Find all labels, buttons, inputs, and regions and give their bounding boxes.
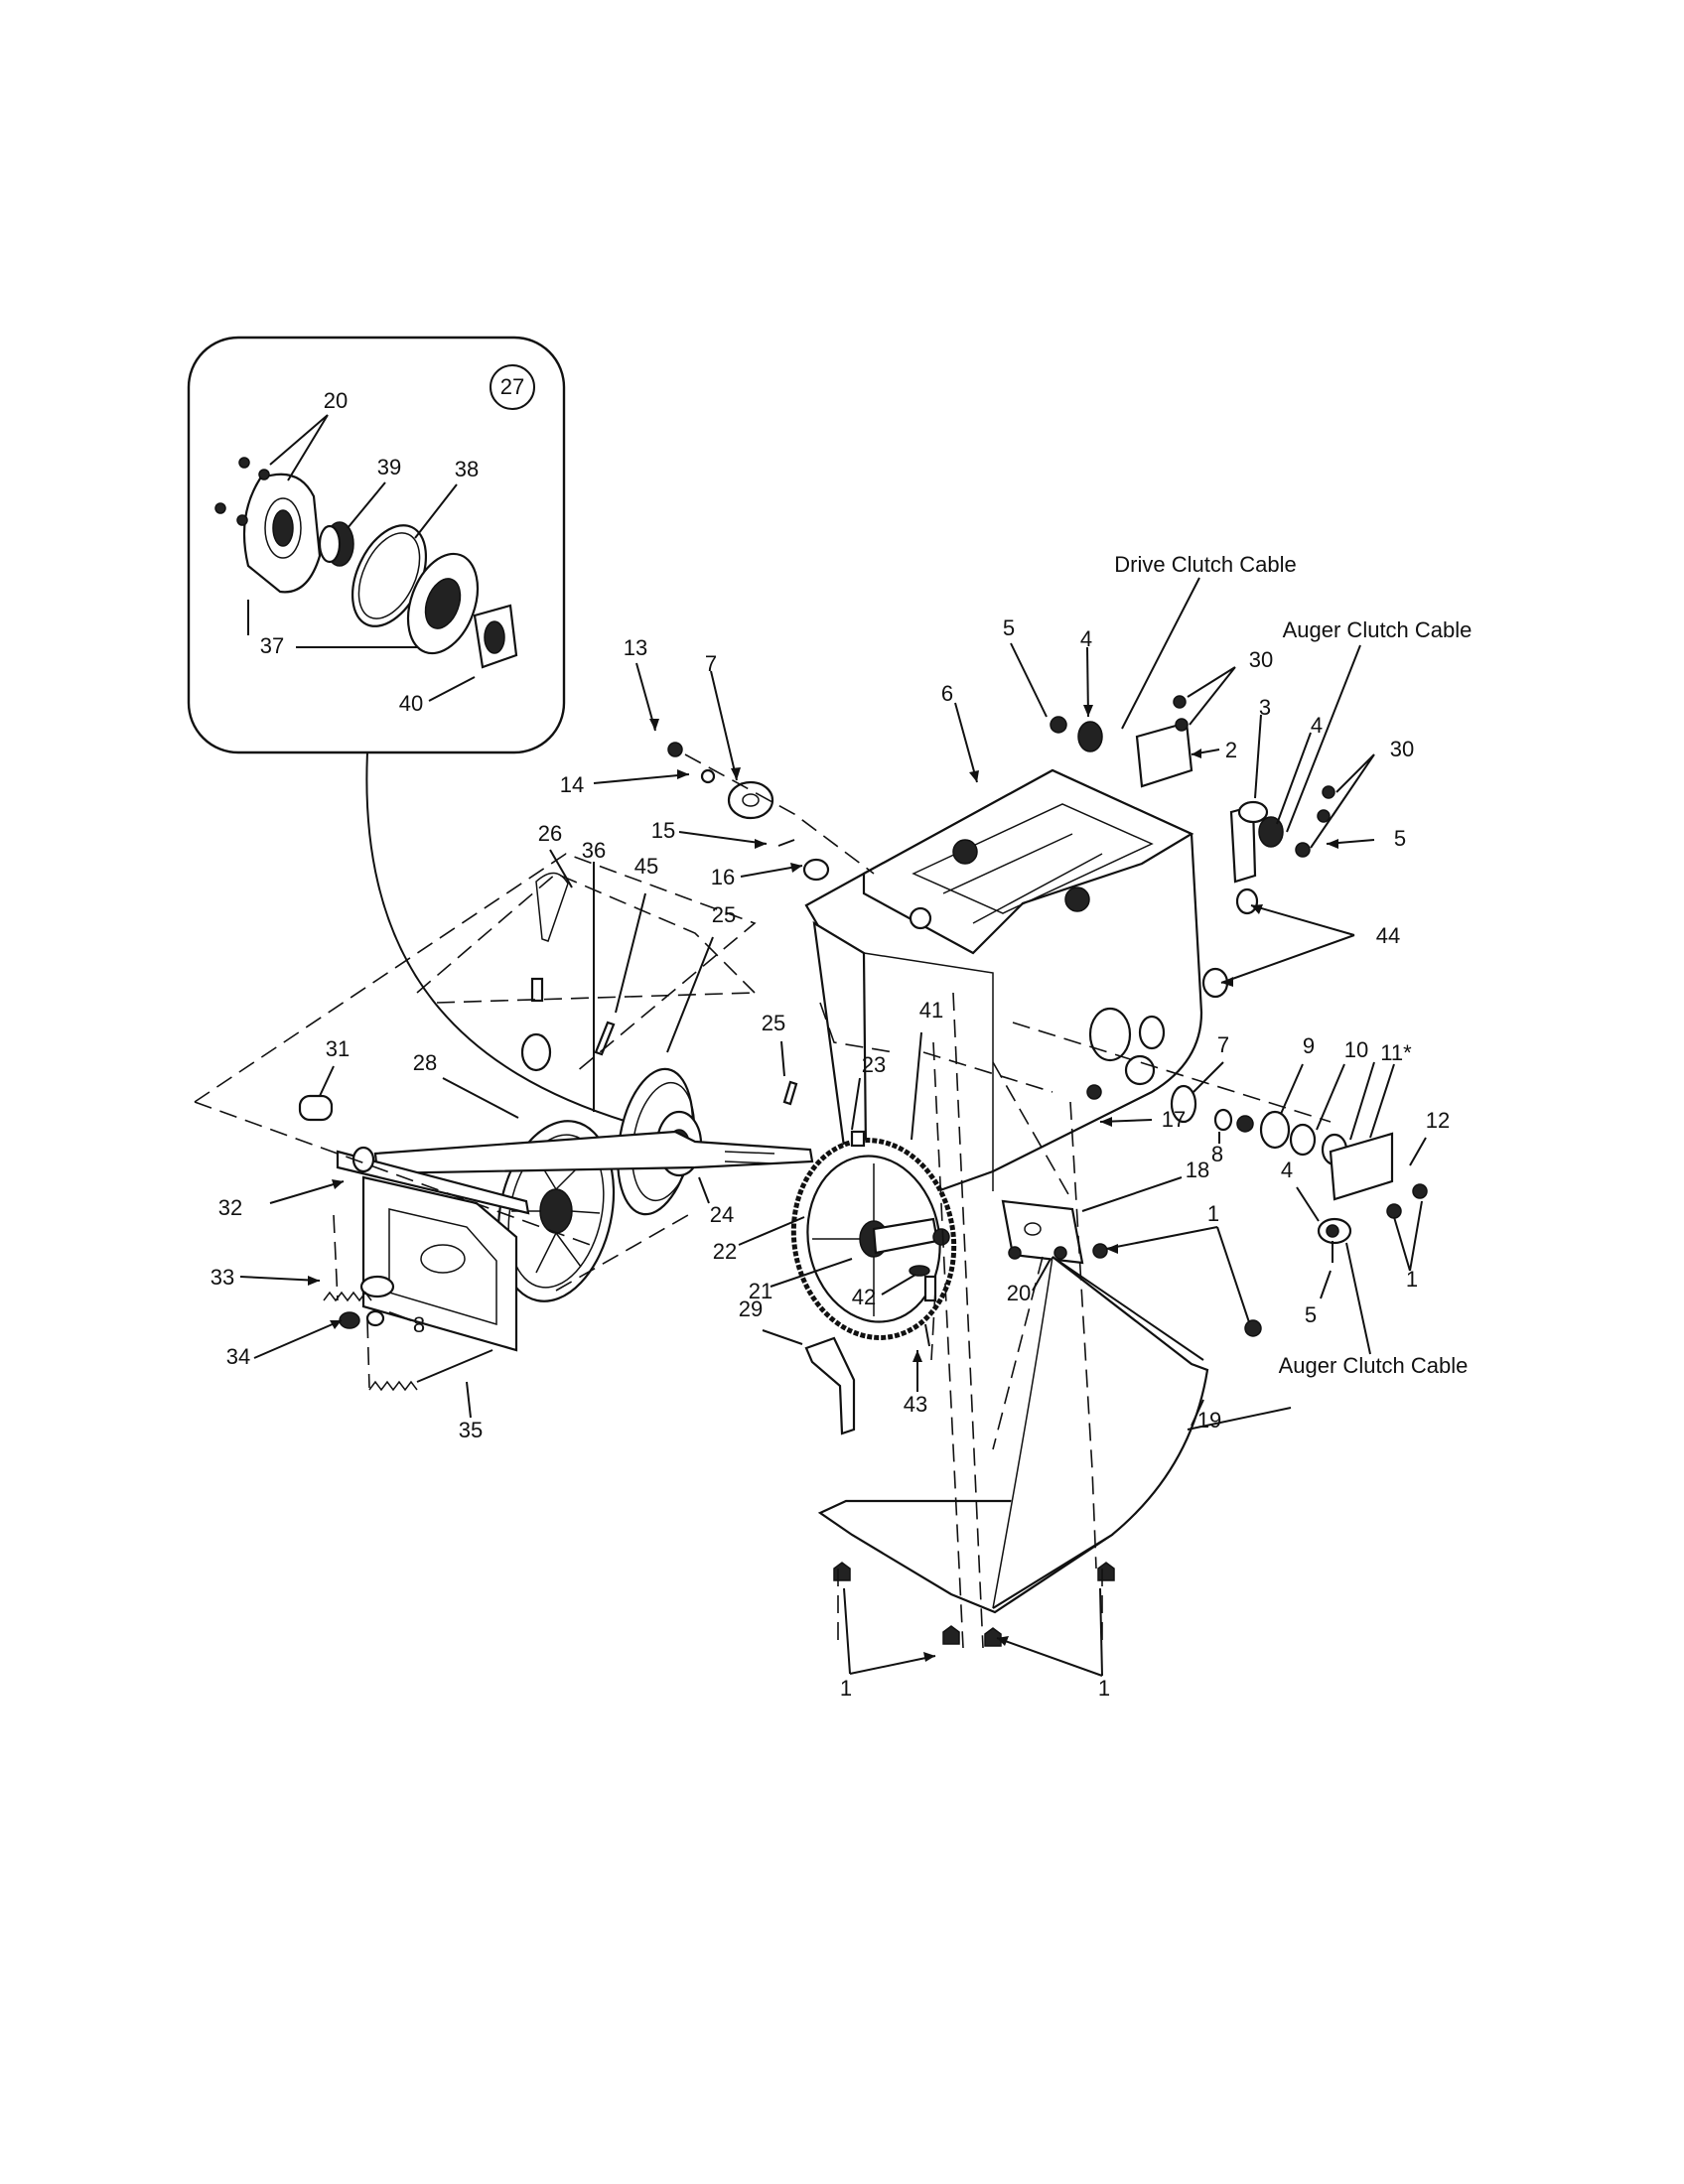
inset-detail-box: 27 20 39 38	[187, 336, 566, 754]
callout-4-low: 4	[1281, 1158, 1293, 1182]
callout-8-right: 8	[1211, 1142, 1223, 1166]
callout-labels: 13 7 14 15 16 6 5 4 30 2 3 4 30 5 44 26 …	[210, 615, 1450, 1701]
gear-shaft-41	[872, 1217, 950, 1255]
callout-15: 15	[651, 818, 675, 843]
callout-1-bottom-left: 1	[840, 1676, 852, 1701]
callout-31: 31	[326, 1036, 350, 1061]
callout-23: 23	[862, 1052, 886, 1077]
callout-39: 39	[377, 455, 401, 479]
bottom-cover-19	[817, 1256, 1262, 1614]
callout-20-lower: 20	[1007, 1281, 1031, 1305]
callout-17: 17	[1162, 1107, 1186, 1132]
callout-6: 6	[941, 681, 953, 706]
inset-label: 27	[500, 374, 524, 399]
callout-43: 43	[904, 1392, 927, 1417]
callout-13: 13	[624, 635, 647, 660]
callout-36: 36	[582, 838, 606, 863]
callout-1-mid: 1	[1207, 1201, 1219, 1226]
callout-33: 33	[210, 1265, 234, 1290]
inset-flange-plate	[242, 473, 322, 594]
auger-clutch-cable-label-bottom: Auger Clutch Cable	[1279, 1353, 1469, 1378]
spring-33	[323, 1291, 372, 1302]
callout-42: 42	[852, 1285, 876, 1309]
callout-14: 14	[560, 772, 584, 797]
callout-5-top: 5	[1003, 615, 1015, 640]
callout-30-top: 30	[1249, 647, 1273, 672]
callout-4-mid: 4	[1311, 713, 1323, 738]
callout-5-mid: 5	[1394, 826, 1406, 851]
hitch-pin-26	[535, 872, 569, 942]
callout-3: 3	[1259, 695, 1271, 720]
right-shaft-hardware	[1012, 1022, 1428, 1263]
idler-bracket	[339, 1175, 518, 1352]
callout-4-top: 4	[1080, 626, 1092, 651]
callout-8-left: 8	[413, 1312, 425, 1337]
callout-34: 34	[226, 1344, 250, 1369]
callout-9: 9	[1303, 1033, 1315, 1058]
callout-11-star: 11*	[1380, 1040, 1412, 1065]
gear-housing	[804, 768, 1203, 1223]
housing-hardware	[667, 695, 1335, 999]
callout-26: 26	[538, 821, 562, 846]
callout-45: 45	[634, 854, 658, 879]
cable-bracket-2	[1135, 721, 1193, 788]
gear-hardware	[850, 1130, 937, 1347]
inset-bearing-40	[473, 604, 518, 669]
callout-21: 21	[749, 1279, 772, 1303]
inset-bearing-39	[318, 521, 354, 567]
inset-connector-curve	[365, 751, 629, 1123]
callout-38: 38	[455, 457, 479, 481]
callout-35: 35	[459, 1418, 483, 1442]
callout-7-right: 7	[1217, 1032, 1229, 1057]
callout-7-top: 7	[705, 651, 717, 676]
cable-bracket-3	[1229, 800, 1269, 884]
spring-35	[368, 1349, 493, 1392]
bracket-29	[804, 1336, 856, 1435]
callout-41: 41	[919, 998, 943, 1023]
callout-29: 29	[739, 1297, 763, 1321]
callout-12: 12	[1426, 1108, 1450, 1133]
callout-2: 2	[1225, 738, 1237, 762]
callout-40: 40	[399, 691, 423, 716]
bracket-18	[1001, 1199, 1108, 1265]
inset-ring-38	[351, 524, 428, 627]
callout-1-right: 1	[1406, 1267, 1418, 1292]
callout-arrowheads	[308, 705, 1338, 1662]
callout-25-b: 25	[762, 1011, 785, 1035]
drive-shaft	[373, 977, 814, 1175]
callout-leaders	[239, 642, 1427, 1677]
callout-25-a: 25	[712, 902, 736, 927]
callout-30-mid: 30	[1390, 737, 1414, 761]
callout-22: 22	[713, 1239, 737, 1264]
callout-19: 19	[1197, 1408, 1221, 1433]
callout-16: 16	[711, 865, 735, 889]
inset-pulley-half	[406, 552, 480, 655]
assembly-dashed-lines	[194, 753, 1103, 1649]
callout-20-inset: 20	[324, 388, 348, 413]
drive-clutch-cable-label: Drive Clutch Cable	[1114, 552, 1296, 577]
inset-circle-badge	[490, 364, 535, 410]
callout-44: 44	[1376, 923, 1400, 948]
inset-bolts	[214, 457, 270, 526]
callout-5-low: 5	[1305, 1302, 1317, 1327]
callout-10: 10	[1344, 1037, 1368, 1062]
callout-18: 18	[1186, 1158, 1209, 1182]
callout-24: 24	[710, 1202, 734, 1227]
callout-28: 28	[413, 1050, 437, 1075]
auger-clutch-cable-label-top: Auger Clutch Cable	[1283, 617, 1473, 642]
spacer-31	[298, 1094, 334, 1122]
callout-32: 32	[218, 1195, 242, 1220]
callout-1-bottom-right: 1	[1098, 1676, 1110, 1701]
callout-37: 37	[260, 633, 284, 658]
